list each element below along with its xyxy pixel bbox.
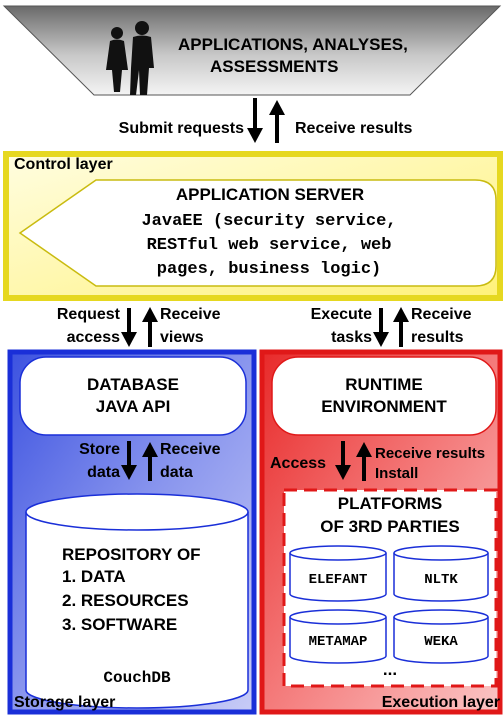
applications-title-line2: ASSESSMENTS <box>210 57 339 76</box>
receive-results-arrow <box>269 100 285 143</box>
database-java-api-box <box>19 356 247 436</box>
application-server-title: APPLICATION SERVER <box>175 185 365 204</box>
request-access-label-1: Request <box>56 306 120 323</box>
applications-banner <box>2 5 502 96</box>
request-access-label-2: access <box>66 329 120 346</box>
access-arrow <box>335 441 351 480</box>
users-silhouette-icon <box>106 21 154 95</box>
platform-weka: WEKA <box>424 634 458 650</box>
submit-requests-arrow <box>247 98 263 143</box>
repository-item-3: 3. SOFTWARE <box>62 615 178 634</box>
execute-tasks-label-2: tasks <box>331 329 372 346</box>
execute-tasks-arrow <box>373 308 389 347</box>
receive-views-arrow <box>142 307 158 347</box>
receive-data-label-2: data <box>160 464 193 481</box>
runtime-environment-box <box>271 356 497 436</box>
platform-cylinder-weka <box>393 609 489 664</box>
server-line-3: pages, business logic) <box>156 260 382 279</box>
receive-results-install-arrow <box>356 442 372 481</box>
receive-views-label-1: Receive <box>160 306 221 323</box>
control-layer-label: Control layer <box>14 156 113 173</box>
platforms-more: ... <box>382 660 398 679</box>
submit-requests-label: Submit requests <box>118 120 244 137</box>
database-api-label-2: JAVA API <box>95 397 171 416</box>
platform-elefant: ELEFANT <box>308 572 368 588</box>
access-label: Access <box>270 455 327 472</box>
server-line-2: RESTful web service, web <box>146 236 392 255</box>
receive-results-install-label: Receive results <box>375 445 486 462</box>
receive-results-label: Receive results <box>295 120 413 137</box>
receive-data-label-1: Receive <box>160 441 221 458</box>
application-server-shape <box>18 179 497 287</box>
store-data-label-1: Store <box>79 441 120 458</box>
database-api-label-1: DATABASE <box>87 375 179 394</box>
receive-results-exec-label-1: Receive <box>411 306 472 323</box>
execution-layer-label: Execution layer <box>381 694 500 711</box>
repository-item-1: 1. DATA <box>62 567 126 586</box>
platform-cylinder-elefant <box>289 545 387 602</box>
platform-nltk: NLTK <box>424 572 458 588</box>
server-line-1: JavaEE (security service, <box>141 212 397 231</box>
store-data-arrow <box>121 441 137 480</box>
platform-metamap: METAMAP <box>308 634 368 650</box>
receive-results-exec-label-2: results <box>411 329 464 346</box>
install-label: Install <box>375 465 419 482</box>
repository-cylinder <box>25 493 249 709</box>
execute-tasks-label-1: Execute <box>310 306 372 323</box>
store-data-label-2: data <box>87 464 120 481</box>
receive-data-arrow <box>142 442 158 481</box>
runtime-label-1: RUNTIME <box>345 375 423 394</box>
applications-title-line1: APPLICATIONS, ANALYSES, <box>178 35 408 54</box>
storage-layer-label: Storage layer <box>14 694 116 711</box>
platforms-title-2: OF 3RD PARTIES <box>320 517 460 536</box>
platforms-title-1: PLATFORMS <box>337 494 443 513</box>
platform-cylinder-nltk <box>393 545 489 602</box>
repository-title: REPOSITORY OF <box>62 545 201 564</box>
receive-views-label-2: views <box>160 329 204 346</box>
receive-results-exec-arrow <box>393 307 409 347</box>
couchdb-label: CouchDB <box>103 669 171 687</box>
platform-cylinder-metamap <box>289 609 387 664</box>
repository-item-2: 2. RESOURCES <box>62 591 189 610</box>
request-access-arrow <box>121 308 137 347</box>
runtime-label-2: ENVIRONMENT <box>321 397 447 416</box>
